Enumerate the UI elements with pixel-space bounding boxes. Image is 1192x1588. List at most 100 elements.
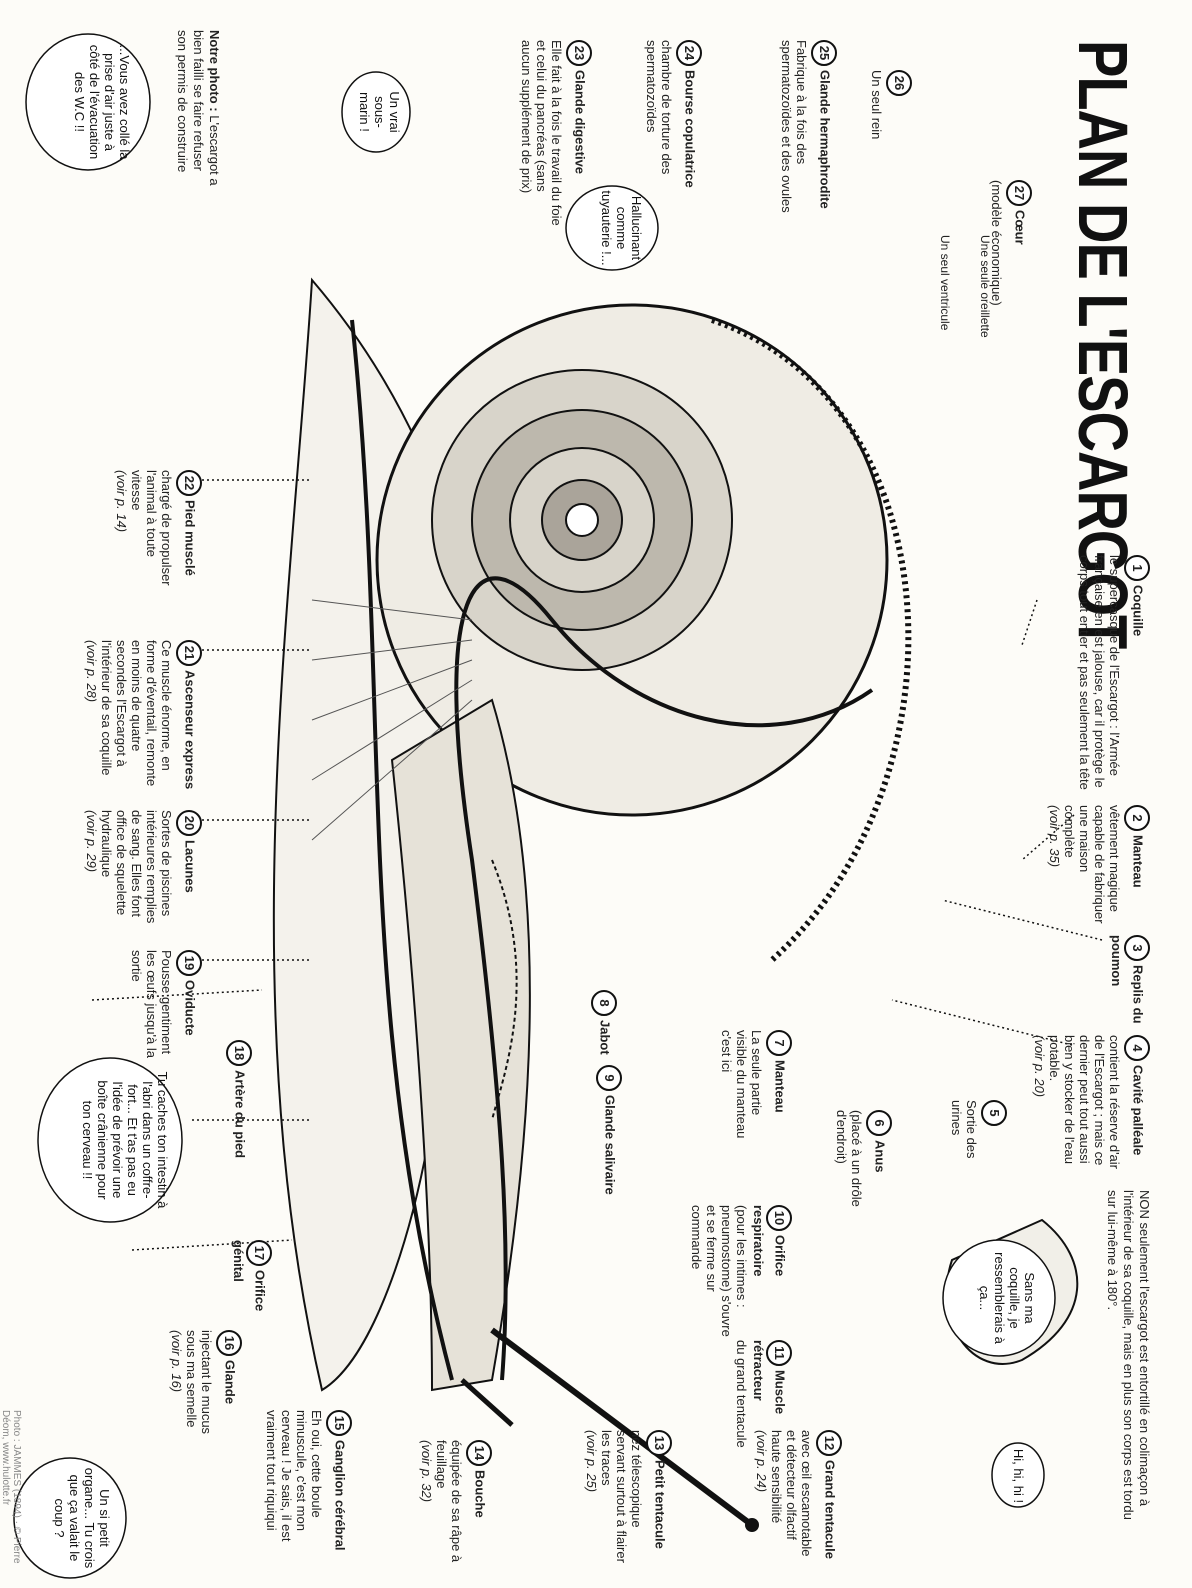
label-number: 21	[176, 640, 202, 666]
label-9: 9Glande salivaire	[596, 1065, 622, 1205]
label-number: 13	[646, 1430, 672, 1456]
bubble-wc: ...Vous avez collé la prise d'air juste …	[72, 42, 132, 162]
label-2: 2Manteau vêtement magique capable de fab…	[1047, 805, 1150, 925]
label-4: 4Cavité palléale contient la réserve d'a…	[1032, 1035, 1150, 1185]
torsion-note: NON seulement l'escargot est entortillé …	[1104, 1190, 1152, 1520]
label-text: injectant le mucus sous ma semelle	[184, 1330, 214, 1450]
label-number: 23	[566, 40, 592, 66]
label-number: 6	[866, 1110, 892, 1136]
label-text: Ce muscle énorme, en forme d'éventail, r…	[99, 640, 174, 790]
label-text: Fabrique à la fois des spermatozoïdes et…	[779, 40, 809, 230]
label-number: 25	[811, 40, 837, 66]
label-number: 2	[1124, 805, 1150, 831]
label-20: 20Lacunes Sortes de piscines intérieures…	[84, 810, 202, 930]
label-title: Grand tentacule	[823, 1460, 838, 1559]
label-text: Elle fait à la fois le travail du foie e…	[519, 40, 564, 230]
photo-note-title: Notre photo :	[207, 30, 222, 112]
photo-note: Notre photo : L'escargot a bien failli s…	[174, 30, 222, 190]
label-number: 24	[676, 40, 702, 66]
label-ref: (voir p. 35)	[1047, 805, 1062, 925]
label-number: 3	[1124, 935, 1150, 961]
label-title: Manteau	[773, 1060, 788, 1113]
label-14: 14Bouche équipée de sa râpe à feuillage …	[419, 1440, 492, 1570]
label-title: Ascenseur express	[183, 670, 198, 789]
label-21: 21Ascenseur express Ce muscle énorme, en…	[84, 640, 202, 790]
label-number: 14	[466, 1440, 492, 1466]
label-text: Pousse gentiment les œufs jusqu'à la sor…	[129, 950, 174, 1070]
label-10: 10Orifice respiratoire (pour les intimes…	[689, 1205, 792, 1340]
label-number: 16	[216, 1330, 242, 1356]
label-title: Jabot	[598, 1020, 613, 1055]
label-number: 9	[596, 1065, 622, 1091]
label-title: Manteau	[1131, 835, 1146, 888]
label-number: 11	[766, 1340, 792, 1366]
label-number: 5	[981, 1100, 1007, 1126]
label-16: 16Glande injectant le mucus sous ma seme…	[169, 1330, 242, 1450]
label-title: Bourse copulatrice	[683, 70, 698, 188]
label-title: Cavité palléale	[1131, 1065, 1146, 1155]
bubble-pipes: Hallucinant comme tuyauterie !...	[599, 190, 644, 266]
label-text: Sortes de piscines intérieures remplies …	[99, 810, 174, 930]
label-text: du grand tentacule	[734, 1340, 749, 1460]
label-title: Oviducte	[183, 980, 198, 1036]
bubble-brain: Tu caches ton intestin à l'abri dans un …	[80, 1070, 170, 1210]
label-number: 27	[1006, 180, 1032, 206]
label-text: contient la réserve d'air de l'Escargot …	[1047, 1035, 1122, 1185]
label-text: avec œil escamotable et détecteur olfact…	[769, 1430, 814, 1570]
label-title: Glande salivaire	[603, 1095, 618, 1195]
label-number: 22	[176, 470, 202, 496]
label-text: le supercasque de l'Escargot : l'Armée f…	[1077, 555, 1122, 805]
label-5: 5 Sortie des urines	[949, 1100, 1007, 1195]
label-title: Petit tentacule	[653, 1460, 668, 1549]
label-22: 22Pied musclé chargé de propulser l'anim…	[114, 470, 202, 590]
label-title: Bouche	[473, 1470, 488, 1518]
label-title: Glande	[223, 1360, 238, 1404]
label-ref: (voir p. 20)	[1032, 1035, 1047, 1185]
label-number: 15	[326, 1410, 352, 1436]
bubble-hihi: Hi, hi, hi !	[1011, 1448, 1026, 1504]
label-title: Pied musclé	[183, 500, 198, 576]
label-text: Un seul rein	[869, 70, 884, 230]
label-number: 4	[1124, 1035, 1150, 1061]
label-number: 20	[176, 810, 202, 836]
label-text: (placé à un drôle d'endroit)	[834, 1110, 864, 1230]
label-title: Glande hermaphrodite	[818, 70, 833, 209]
photo-credit: Photo : JAMMES (1894) · © Pierre Déom, w…	[0, 1410, 22, 1588]
label-title: Glande digestive	[573, 70, 588, 174]
label-23: 23Glande digestive Elle fait à la fois l…	[519, 40, 592, 230]
label-title: Artère du pied	[233, 1070, 248, 1158]
label-ref: (voir p. 14)	[114, 470, 129, 590]
label-13: 13Petit tentacule nez télescopique serva…	[584, 1430, 672, 1570]
label-8: 8Jabot	[591, 990, 617, 1070]
label-text: chambre de torture des spermatozoïdes	[644, 40, 674, 220]
label-19: 19Oviducte Pousse gentiment les œufs jus…	[129, 950, 202, 1070]
label-1: 1Coquille le supercasque de l'Escargot :…	[1077, 555, 1150, 805]
label-15: 15Ganglion cérébral Eh oui, cette boule …	[264, 1410, 352, 1560]
label-title: Anus	[873, 1140, 888, 1173]
label-3: 3Replis du poumon	[1109, 935, 1150, 1025]
label-text: chargé de propulser l'animal à toute vit…	[129, 470, 174, 590]
label-25: 25Glande hermaphrodite Fabrique à la foi…	[779, 40, 837, 230]
bubble-shell: Sans ma coquille, je ressemblerais à ça.…	[977, 1248, 1037, 1348]
label-title: Ganglion cérébral	[333, 1440, 348, 1551]
label-text: (pour les intimes : pneumostome) s'ouvre…	[689, 1205, 749, 1340]
label-number: 8	[591, 990, 617, 1016]
label-number: 19	[176, 950, 202, 976]
label-17: 17Orifice génital	[231, 1240, 272, 1330]
label-12: 12Grand tentacule avec œil escamotable e…	[754, 1430, 842, 1570]
label-number: 17	[246, 1240, 272, 1266]
label-number: 10	[766, 1205, 792, 1231]
label-title: Coquille	[1131, 585, 1146, 636]
label-text: Sortie des urines	[949, 1100, 979, 1195]
heart-auricle-label: Une seule oreillette	[977, 235, 992, 385]
label-title: Cœur	[1013, 210, 1028, 245]
bubble-small: Un si petit organe... Tu crois que ça va…	[52, 1466, 112, 1570]
label-7: 7Manteau La seule partie visible du mant…	[719, 1030, 792, 1140]
spiral-ring-5	[566, 504, 598, 536]
small-tentacle	[462, 1380, 512, 1425]
label-18: 18Artère du pied	[226, 1040, 252, 1190]
label-ref: (voir p. 25)	[584, 1430, 599, 1570]
bubble-sub: Un vrai sous-marin !	[357, 80, 402, 144]
label-ref: (voir p. 32)	[419, 1440, 434, 1570]
